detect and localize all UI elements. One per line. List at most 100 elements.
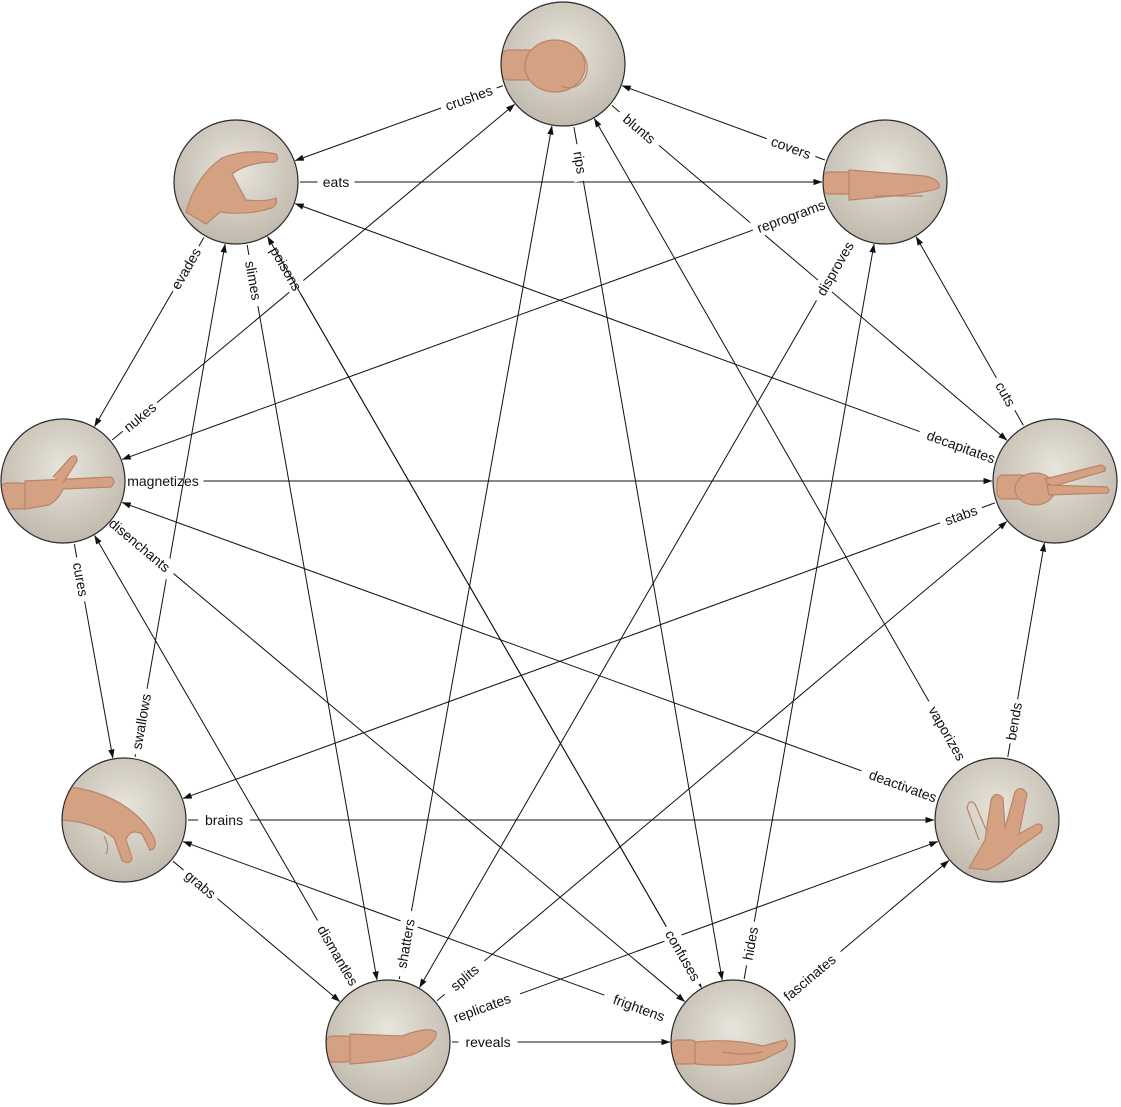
edge-fire-snake: confuses <box>267 236 708 989</box>
edge-label-background <box>126 687 156 756</box>
edge-label-background <box>438 79 500 117</box>
edge-fire-paper: hides <box>737 243 876 980</box>
edge-scissors-air: stabs <box>182 499 996 799</box>
node-fire <box>670 979 796 1105</box>
node-scissors <box>992 418 1118 544</box>
edge-label: replicates <box>451 990 513 1026</box>
node-border <box>992 418 1118 544</box>
claw-hand-icon <box>62 785 156 864</box>
scissors-hand-icon <box>996 464 1110 506</box>
edge-arrow <box>398 125 554 980</box>
node-border <box>173 119 299 245</box>
edge-gun-scissors: magnetizes <box>122 472 993 490</box>
node-paper <box>822 119 948 245</box>
open-palm-hand-icon <box>671 1039 789 1066</box>
edge-label: eats <box>323 174 349 190</box>
node-border <box>934 757 1060 883</box>
node-border <box>670 979 796 1105</box>
edge-label: magnetizes <box>127 473 199 489</box>
edge-label: disproves <box>813 239 857 299</box>
edge-gun-fire: disenchants <box>100 509 686 1002</box>
edge-arrow <box>447 841 939 1021</box>
edge-arrow <box>436 521 1008 1002</box>
edge-label-background <box>240 253 267 308</box>
edge-label: covers <box>769 133 813 162</box>
edge-rock-snake: crushes <box>294 79 503 162</box>
node-rock <box>500 1 626 127</box>
edge-label-background <box>737 920 764 967</box>
thumb-hand-icon <box>326 1029 437 1065</box>
edge-air-sponge: grabs <box>172 860 341 1002</box>
finger-gun-hand-icon <box>1 455 115 510</box>
node-border <box>0 418 126 544</box>
edge-label-background <box>921 696 974 770</box>
flat-hand-icon <box>823 169 940 201</box>
edge-label-background <box>122 472 204 490</box>
edge-arrow <box>593 118 966 765</box>
edge-arrow <box>111 521 686 1002</box>
edge-label-background <box>1001 697 1027 745</box>
edge-label-background <box>858 762 948 810</box>
edge-label: frightens <box>611 991 667 1024</box>
node-border <box>325 979 451 1105</box>
edge-arrow <box>743 243 876 980</box>
edge-label-background <box>601 986 677 1029</box>
edge-snake-paper: eats <box>300 173 823 191</box>
edge-label: cures <box>70 561 92 598</box>
edge-label-background <box>613 105 665 153</box>
c-shape-hand-icon <box>185 151 279 225</box>
edge-arrow <box>111 103 515 441</box>
edge-air-lizard: brains <box>188 811 935 829</box>
edge-air-snake: swallows <box>126 243 227 758</box>
edge-label: confuses <box>662 927 704 984</box>
edge-label-background <box>916 423 1006 471</box>
edge-label-background <box>317 173 355 191</box>
edge-label-background <box>438 954 491 1002</box>
edge-label-background <box>177 863 224 906</box>
edge-arrow <box>294 203 996 460</box>
edge-label-background <box>309 915 366 996</box>
edge-arrow <box>611 104 1008 441</box>
edge-label-background <box>440 985 524 1031</box>
edge-sponge-rock: shatters <box>390 125 554 980</box>
edge-label-background <box>458 1033 518 1051</box>
edge-label-background <box>988 373 1023 415</box>
edge-label-background <box>808 232 862 306</box>
edge-label-background <box>749 193 833 239</box>
edge-lizard-gun: deactivates <box>121 502 948 810</box>
edge-arrow <box>419 237 854 988</box>
edge-label-background <box>763 130 819 165</box>
edge-paper-rock: covers <box>621 85 826 165</box>
edge-sponge-fire: reveals <box>452 1033 671 1051</box>
edge-arrow <box>267 236 702 987</box>
edge-gun-air: cures <box>67 543 115 759</box>
edge-scissors-snake: decapitates <box>294 203 1006 471</box>
edge-rock-fire: rips <box>568 126 724 981</box>
edge-label-background <box>67 555 94 603</box>
node-gun <box>0 418 126 544</box>
edge-label-background <box>772 944 847 1011</box>
edge-lizard-scissors: bends <box>1001 542 1047 758</box>
node-border <box>500 1 626 127</box>
edge-label: crushes <box>443 82 495 114</box>
node-lizard <box>934 757 1060 883</box>
edge-label-background <box>937 499 985 532</box>
edge-sponge-scissors: splits <box>436 521 1008 1002</box>
edge-arrow <box>573 126 724 981</box>
edge-label: reveals <box>465 1034 510 1050</box>
fist-hand-icon <box>501 39 588 93</box>
edge-label-background <box>165 241 207 296</box>
edge-label: disenchants <box>106 515 174 575</box>
edge-label: vaporizes <box>925 703 969 763</box>
edge-scissors-paper: cuts <box>915 236 1024 426</box>
node-border <box>822 119 948 245</box>
edge-label: rips <box>570 150 590 175</box>
edge-label-background <box>568 142 593 183</box>
edge-arrow <box>246 244 379 981</box>
node-sponge <box>325 979 451 1105</box>
edge-snake-sponge: slimes <box>240 244 379 981</box>
edge-arrow <box>182 841 674 1021</box>
edge-label: hides <box>740 926 762 962</box>
